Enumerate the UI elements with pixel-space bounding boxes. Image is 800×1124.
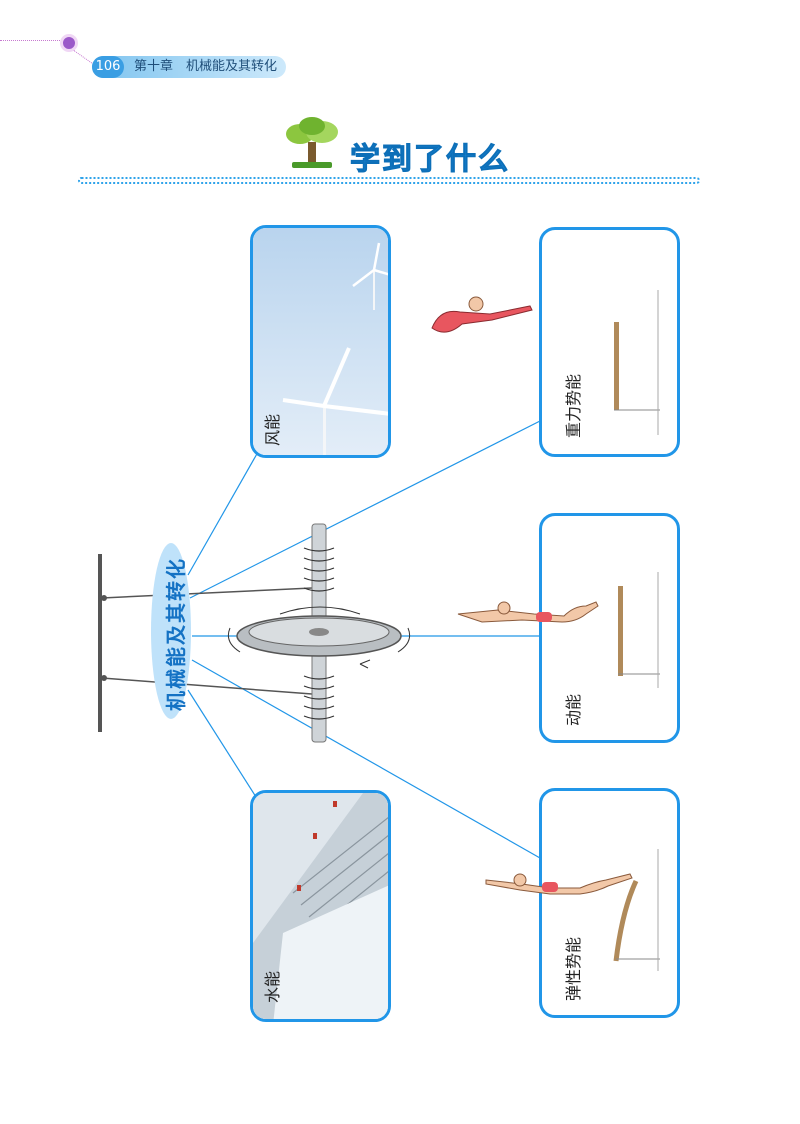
section-title: 学到了什么 <box>350 142 510 178</box>
diving-board-bent-illustration <box>613 849 660 971</box>
card-water-energy: 水能 <box>250 790 391 1022</box>
card-kinetic-energy: 动能 <box>539 513 680 743</box>
card-gravitational-potential-energy: 重力势能 <box>539 227 680 457</box>
header-bullet-icon <box>60 34 78 52</box>
line-to-water <box>187 689 257 798</box>
title-divider <box>78 177 700 184</box>
diver-illustration-bottom <box>485 873 633 895</box>
label-gravitational-potential-energy: 重力势能 <box>564 373 583 438</box>
chapter-title: 第十章 机械能及其转化 <box>134 59 278 74</box>
header-dotted-line <box>0 40 64 41</box>
line-to-gravitational <box>189 419 543 599</box>
dam-photo <box>253 793 388 1019</box>
diver-illustration-top <box>431 296 533 333</box>
page-number: 106 <box>92 56 124 78</box>
diving-board-kinetic-illustration <box>618 572 660 688</box>
line-to-elastic <box>191 659 541 859</box>
line-to-wind <box>187 451 259 576</box>
card-wind-energy: 风能 <box>250 225 391 458</box>
label-water-energy: 水能 <box>263 970 282 1003</box>
maxwell-wheel-illustration <box>98 523 411 743</box>
diving-board-flat-illustration <box>614 290 660 435</box>
label-kinetic-energy: 动能 <box>564 693 583 726</box>
header-bar <box>92 56 286 78</box>
label-elastic-potential-energy: 弹性势能 <box>564 936 583 1001</box>
center-topic-oval <box>151 543 191 719</box>
card-elastic-potential-energy: 弹性势能 <box>539 788 680 1018</box>
diver-illustration-middle <box>457 601 599 623</box>
wind-turbine-photo <box>253 228 388 455</box>
center-topic: 机械能及其转化 <box>164 557 188 711</box>
tree-icon <box>286 117 338 168</box>
label-wind-energy: 风能 <box>263 413 282 446</box>
